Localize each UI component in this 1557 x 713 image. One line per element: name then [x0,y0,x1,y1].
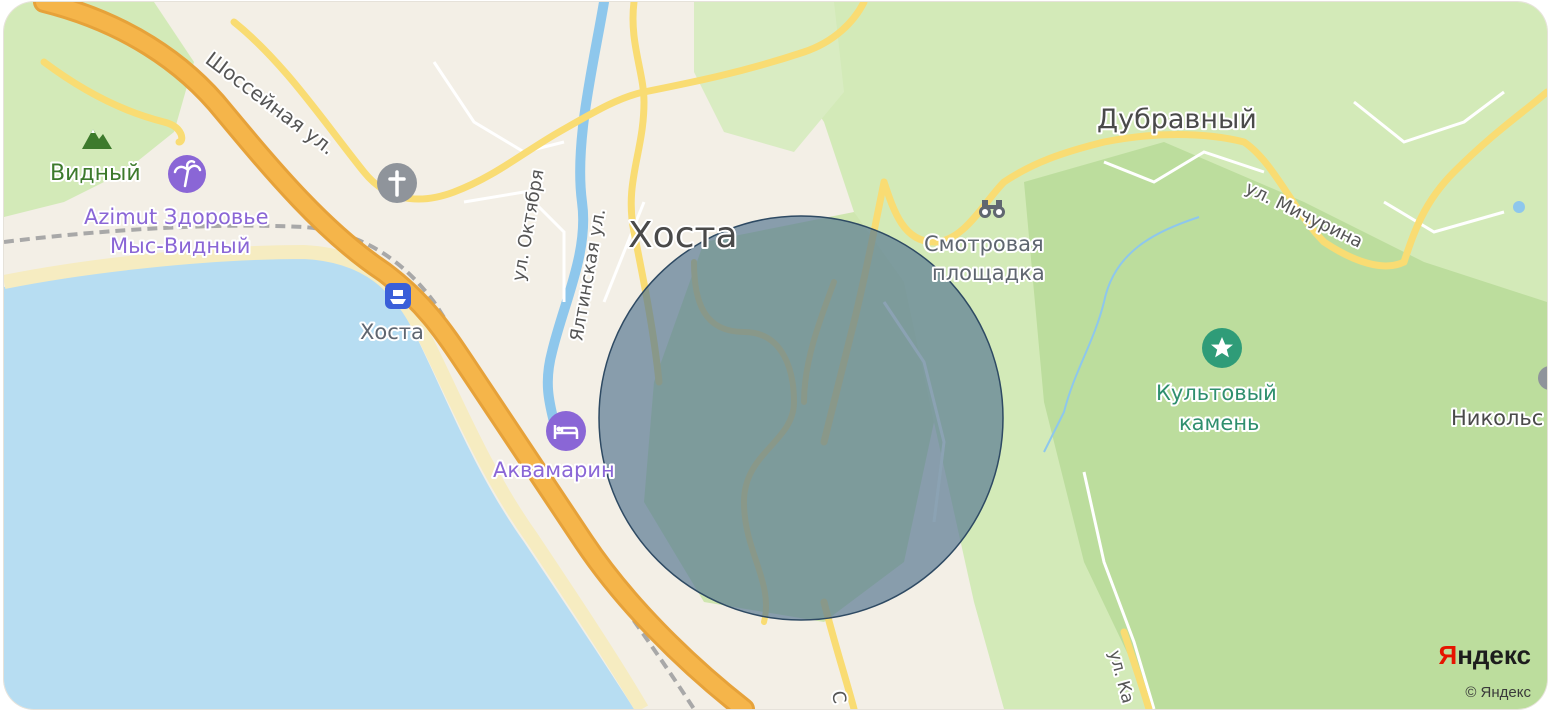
settlement-label-nikols: Никольс [1451,406,1543,430]
stream-east [1043,216,1200,453]
beach [4,244,649,709]
poi-label-azimut-line1: Azimut Здоровье [84,205,269,229]
binoculars-icon[interactable] [979,200,1005,218]
major-road-center [36,2,752,709]
yandex-logo[interactable]: Яндекс [1439,640,1532,671]
settlement-label-dubravny: Дубравный [1097,104,1257,135]
poi-label-smotrovaya-line1: Смотровая [924,232,1044,256]
hotel-bed-icon[interactable] [546,411,586,451]
sea [4,257,634,709]
mountain-icon[interactable] [82,129,112,149]
map-frame[interactable]: Шоссейная ул. ул. Октября Ялтинская ул. … [4,2,1547,709]
map-copyright[interactable]: © Яндекс [1465,684,1531,701]
poi-label-vidny: Видный [50,161,141,186]
forest-patch-north [694,2,844,152]
street-label-s: С [827,689,850,705]
forest-area-hills-dark [1024,142,1547,709]
settlement-label-khosta: Хоста [628,215,738,256]
palm-icon[interactable] [168,155,206,193]
yandex-logo-rest: ндекс [1457,640,1531,670]
railway [4,223,696,709]
church-cross-icon[interactable] [377,163,417,203]
ferry-icon[interactable] [385,283,411,309]
poi-label-khosta-pier: Хоста [360,320,424,344]
poi-label-kultovy-line1: Культовый [1156,381,1277,405]
poi-label-azimut-line2: Мыс-Видный [110,234,250,258]
poi-label-kultovy-line2: камень [1179,411,1259,435]
river-khosta [542,2,609,427]
star-icon[interactable] [1202,328,1242,368]
yandex-logo-first-letter: Я [1438,640,1458,670]
map-canvas[interactable]: Шоссейная ул. ул. Октября Ялтинская ул. … [4,2,1547,709]
poi-label-akvamarin: Аквамарин [493,458,615,482]
poi-label-smotrovaya-line2: площадка [932,261,1045,285]
poi-marker-edge-icon[interactable] [1538,366,1547,390]
highlight-area-circle[interactable] [598,215,1004,621]
lake-dot [1513,201,1525,213]
